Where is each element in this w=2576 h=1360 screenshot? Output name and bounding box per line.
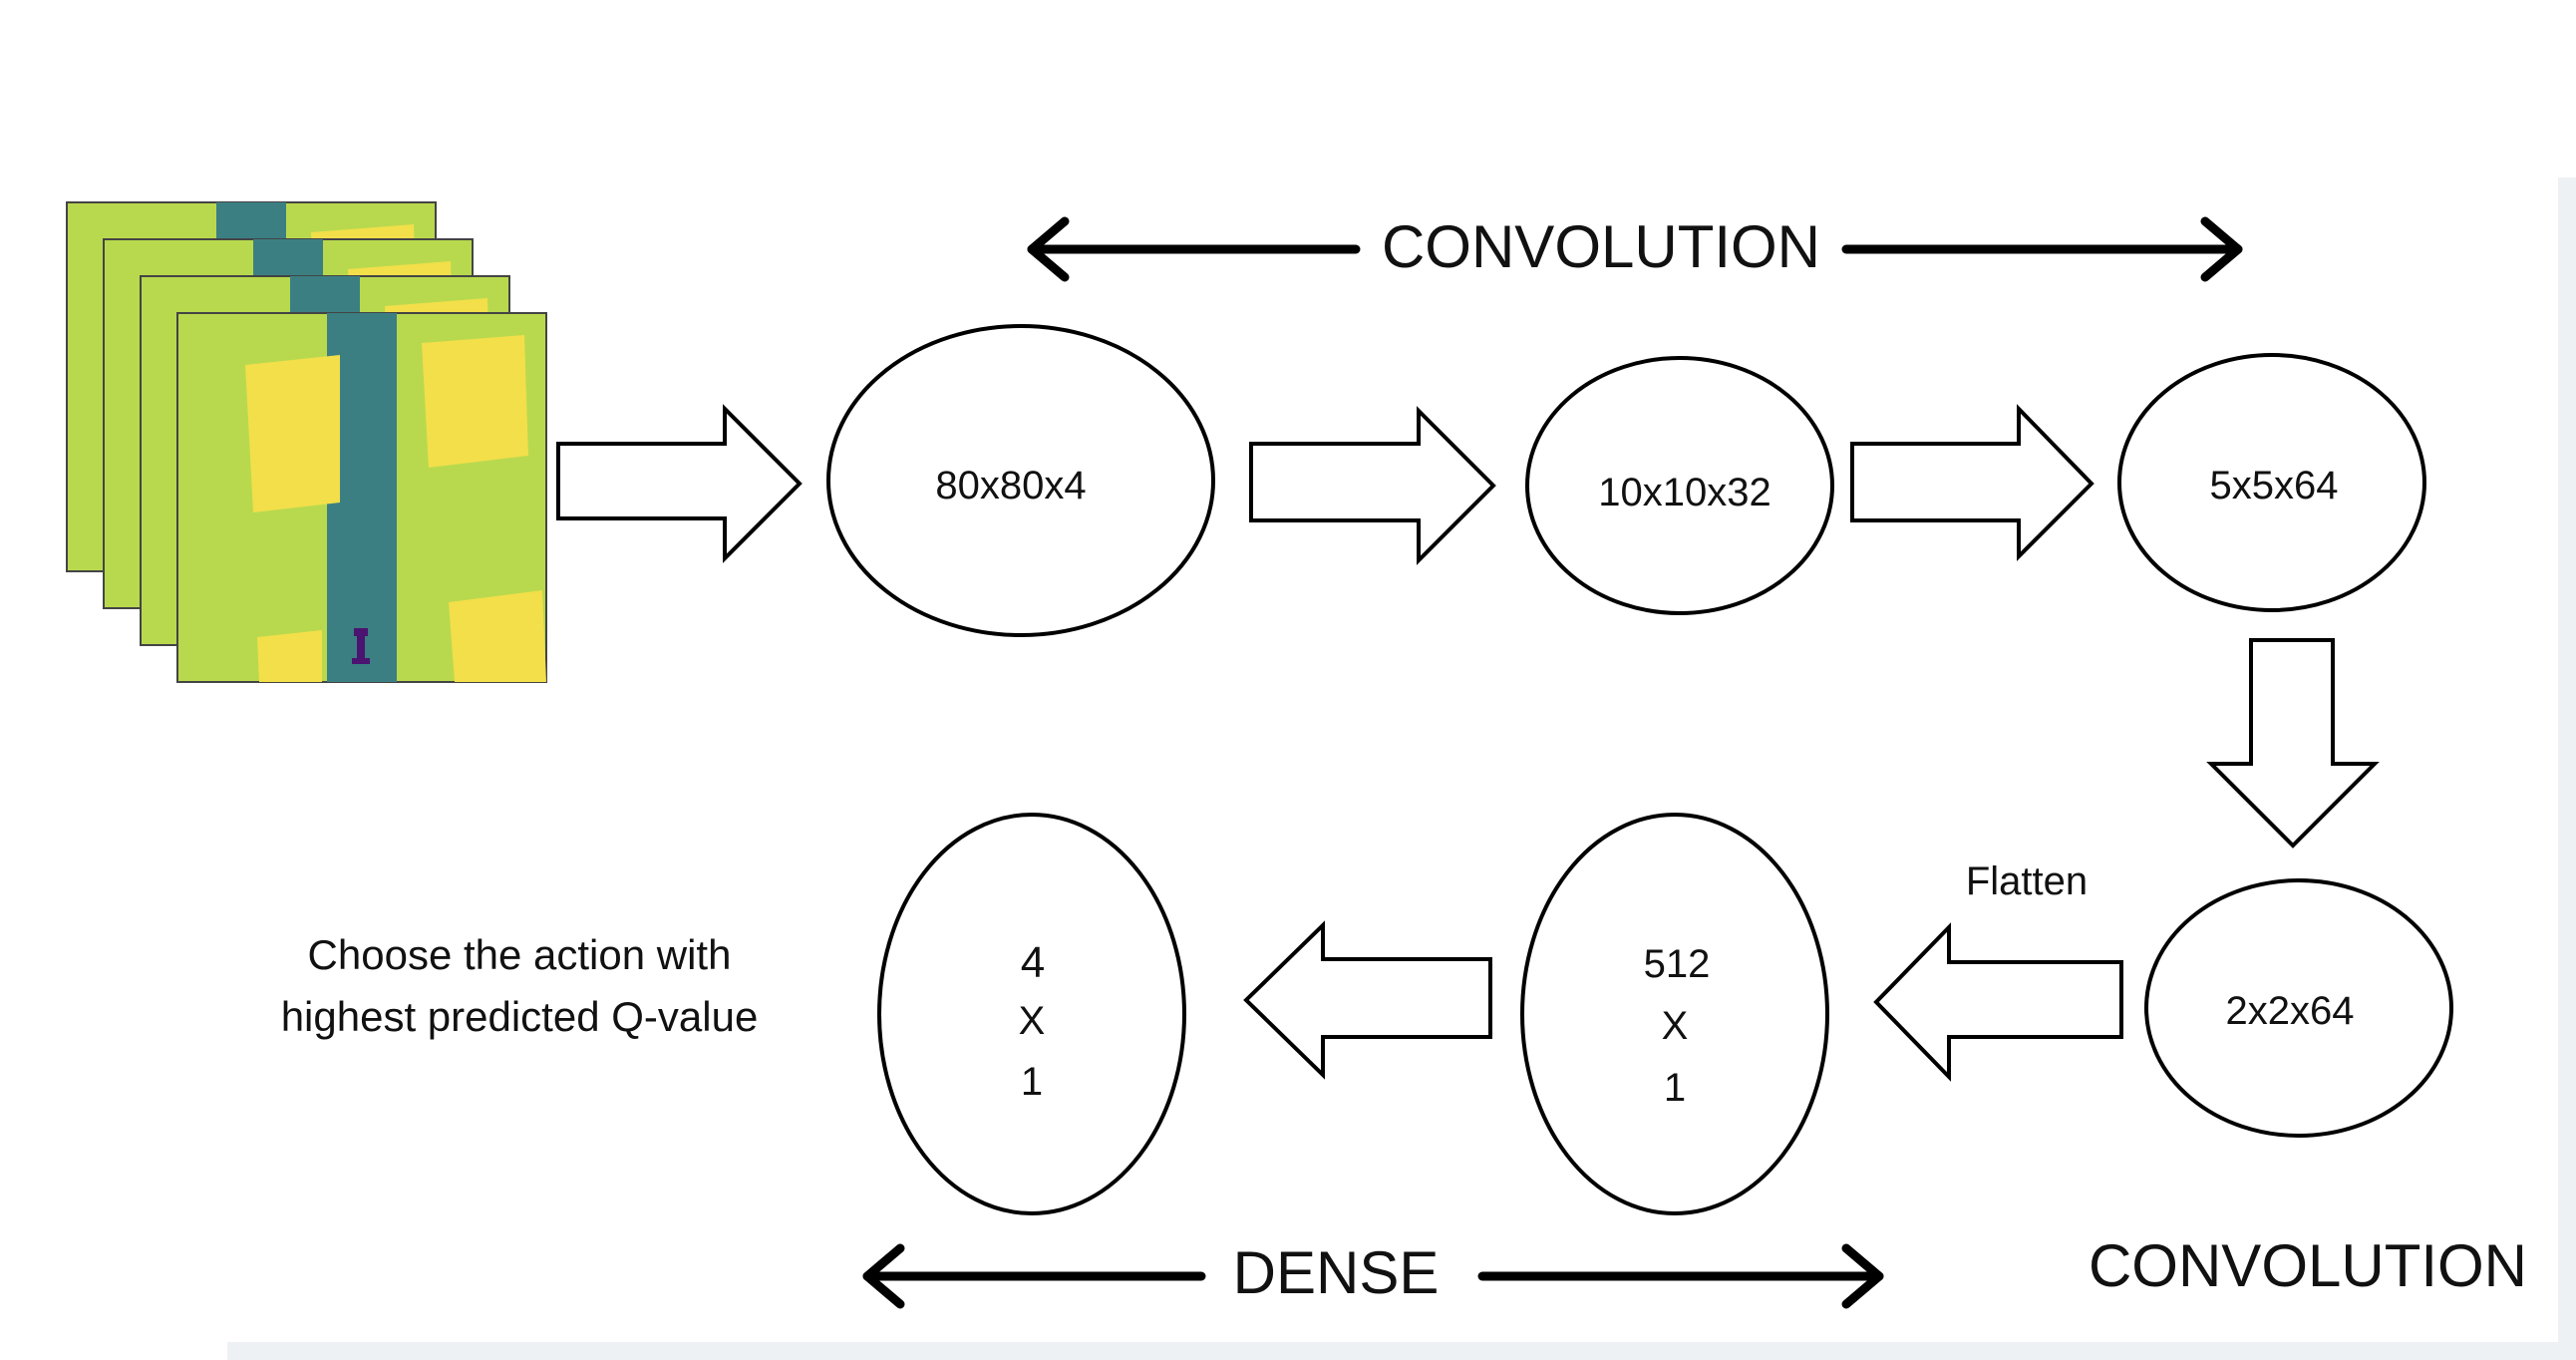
action-description-line1: Choose the action with xyxy=(308,931,732,978)
right-arrowhead-icon xyxy=(2200,216,2243,282)
node-10x10x32: 10x10x32 xyxy=(1525,356,1834,615)
node-label-line3: 1 xyxy=(1021,1060,1043,1104)
node-80x80x4: 80x80x4 xyxy=(826,324,1215,637)
left-arrowhead-icon xyxy=(1027,216,1070,282)
page-border-bottom xyxy=(227,1342,2576,1360)
arrow-512-to-4 xyxy=(1243,920,1492,1080)
yellow-block xyxy=(449,590,546,682)
yellow-block xyxy=(245,355,340,512)
flatten-label: Flatten xyxy=(1966,859,2088,903)
node-label: 2x2x64 xyxy=(2226,989,2355,1033)
convolution-label-top: CONVOLUTION xyxy=(1382,213,1820,280)
node-label-line2: X xyxy=(1019,999,1046,1043)
node-5x5x64: 5x5x64 xyxy=(2117,353,2426,612)
input-frame xyxy=(176,312,547,683)
convolution-span-top: CONVOLUTION xyxy=(1027,213,2243,282)
yellow-block xyxy=(422,335,528,468)
node-label: 80x80x4 xyxy=(935,464,1086,508)
node-2x2x64: 2x2x64 xyxy=(2144,878,2453,1138)
node-label: 10x10x32 xyxy=(1598,471,1771,514)
node-4x1: 4 X 1 xyxy=(877,813,1186,1215)
left-arrowhead-icon xyxy=(862,1243,905,1309)
dense-label: DENSE xyxy=(1233,1239,1440,1306)
node-label-line1: 4 xyxy=(1021,938,1045,987)
convolution-label-bottom: CONVOLUTION xyxy=(2089,1232,2527,1299)
arrow-flatten xyxy=(1873,922,2123,1082)
arrow-5x5x64-down xyxy=(2206,638,2380,849)
agent-icon xyxy=(352,628,370,664)
dense-span: DENSE xyxy=(862,1239,1884,1309)
node-label-line1: 512 xyxy=(1644,942,1711,986)
node-512x1: 512 X 1 xyxy=(1520,813,1829,1215)
input-frame-stack xyxy=(66,201,547,683)
node-label-line3: 1 xyxy=(1664,1066,1686,1110)
node-label: 5x5x64 xyxy=(2210,464,2339,508)
right-arrowhead-icon xyxy=(1841,1243,1884,1309)
action-description-line2: highest predicted Q-value xyxy=(281,993,759,1040)
arrow-10x10x32-to-5x5x64 xyxy=(1850,404,2094,561)
node-label-line2: X xyxy=(1662,1004,1689,1048)
yellow-block xyxy=(257,630,322,682)
arrow-input-to-80x80x4 xyxy=(556,404,803,563)
page-border-right xyxy=(2558,177,2576,1360)
arrow-80x80x4-to-10x10x32 xyxy=(1249,406,1496,565)
